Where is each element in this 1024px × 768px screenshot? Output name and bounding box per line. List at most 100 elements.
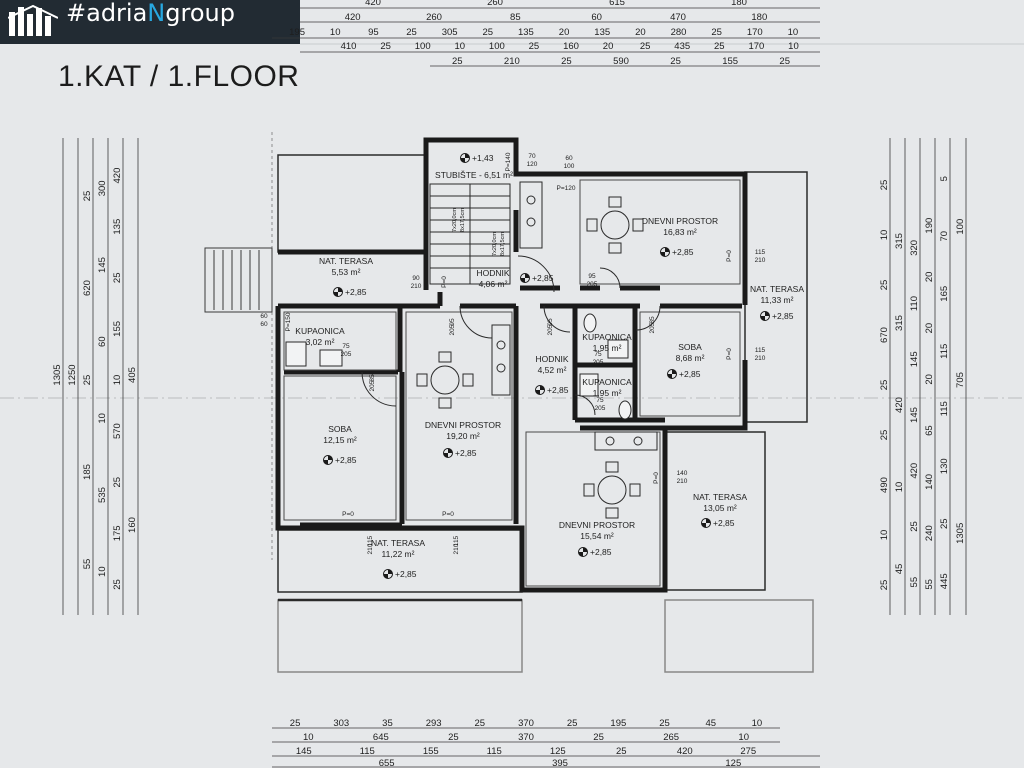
- room-name: STUBIŠTE - 6,51 m²: [435, 170, 513, 180]
- dimension-value: 420: [894, 397, 905, 413]
- room-area: 4,06 m²: [479, 279, 508, 289]
- sill-height: P=0: [441, 276, 448, 288]
- walls: [275, 137, 748, 593]
- opening-width: 140: [677, 470, 688, 477]
- dimension-value: 25: [567, 718, 578, 729]
- dimension-value: 10: [97, 413, 108, 424]
- sill-height: P=140: [505, 152, 512, 171]
- dimension-value: 60: [591, 12, 602, 23]
- opening-height: 205: [587, 281, 598, 288]
- sill-height: P=0: [726, 348, 733, 360]
- dimension-value: 25: [112, 477, 123, 488]
- dimension-value: 20: [924, 272, 935, 283]
- dimension-value: 85: [510, 12, 521, 23]
- exterior-stair: [204, 247, 273, 313]
- dimension-value: 160: [563, 41, 579, 52]
- opening-height: 60: [260, 321, 268, 328]
- dimension-value: 180: [751, 12, 767, 23]
- dimension-value: 160: [127, 517, 138, 533]
- opening-width: 85: [649, 316, 656, 324]
- room-level: +2,85: [672, 247, 694, 257]
- dimension-value: 420: [365, 0, 381, 8]
- dimension-value: 1250: [67, 364, 78, 385]
- dimension-value: 190: [924, 218, 935, 234]
- opening-width: 115: [755, 347, 766, 354]
- dimension-value: 25: [939, 518, 950, 529]
- dimension-value: 20: [559, 27, 570, 38]
- dimension-value: 100: [955, 219, 966, 235]
- level-marker-icon: [701, 518, 711, 528]
- dimension-value: 655: [379, 758, 395, 768]
- dimension-value: 1305: [955, 523, 966, 544]
- dimension-value: 65: [924, 425, 935, 436]
- dimension-value: 135: [518, 27, 534, 38]
- dimension-value: 293: [426, 718, 442, 729]
- stair-steps: 8x17,5cm: [500, 232, 506, 256]
- dimension-value: 25: [529, 41, 540, 52]
- dimension-value: 260: [426, 12, 442, 23]
- dimension-value: 410: [341, 41, 357, 52]
- room-level: +2,85: [713, 518, 735, 528]
- dimension-value: 10: [894, 482, 905, 493]
- dimension-value: 275: [740, 746, 756, 757]
- dimension-value: 25: [112, 579, 123, 590]
- brand-suffix: group: [165, 0, 235, 27]
- dimension-value: 135: [594, 27, 610, 38]
- dimension-value: 155: [722, 56, 738, 67]
- dimension-value: 420: [909, 463, 920, 479]
- dimension-value: 303: [333, 718, 349, 729]
- sill-height: P=0: [442, 511, 454, 518]
- dimension-value: 10: [330, 27, 341, 38]
- dimension-value: 25: [452, 56, 463, 67]
- dimension-chains: [62, 7, 967, 768]
- dimension-value: 315: [894, 315, 905, 331]
- brand-prefix: #adria: [66, 0, 148, 27]
- room-area: 1,95 m²: [593, 388, 622, 398]
- dimension-value: 25: [406, 27, 417, 38]
- dimension-value: 25: [879, 380, 890, 391]
- dimension-value: 115: [360, 746, 375, 757]
- dimension-value: 315: [894, 233, 905, 249]
- dimension-value: 25: [82, 191, 93, 202]
- bathroom-fixtures: [285, 313, 632, 420]
- dimension-value: 60: [97, 336, 108, 347]
- level-marker-icon: [460, 153, 470, 163]
- level-marker-icon: [578, 547, 588, 557]
- dimension-value: 25: [475, 718, 486, 729]
- dimension-value: 25: [380, 41, 391, 52]
- dimension-value: 280: [671, 27, 687, 38]
- dimension-value: 115: [939, 344, 950, 359]
- dimension-value: 20: [603, 41, 614, 52]
- opening-height: 205: [649, 322, 656, 333]
- room-name: NAT. TERASA: [319, 256, 373, 266]
- opening-width: 90: [412, 275, 420, 282]
- floor-title: 1.KAT / 1.FLOOR: [58, 60, 300, 93]
- opening-height: 210: [755, 355, 766, 362]
- opening-width: 95: [588, 273, 596, 280]
- dimension-value: 145: [97, 257, 108, 273]
- dimension-value: 115: [487, 746, 502, 757]
- stair-steps: 7x20,0cm: [492, 232, 498, 256]
- dimension-value: 180: [731, 0, 747, 8]
- dimension-value: 25: [561, 56, 572, 67]
- dimension-value: 10: [788, 27, 799, 38]
- opening-height: 205: [593, 359, 604, 366]
- opening-height: 210: [755, 257, 766, 264]
- dimension-value: 25: [640, 41, 651, 52]
- opening-width: 115: [755, 249, 766, 256]
- dimension-value: 370: [518, 718, 534, 729]
- stair-steps: 7x20,0cm: [452, 208, 458, 232]
- dimension-value: 260: [487, 0, 503, 8]
- dimension-value: 140: [924, 474, 935, 490]
- dimension-value: 110: [909, 296, 920, 311]
- level-marker-icon: [667, 369, 677, 379]
- dimension-value: 20: [924, 323, 935, 334]
- dimension-value: 195: [289, 27, 305, 38]
- dimension-value: 265: [663, 732, 679, 743]
